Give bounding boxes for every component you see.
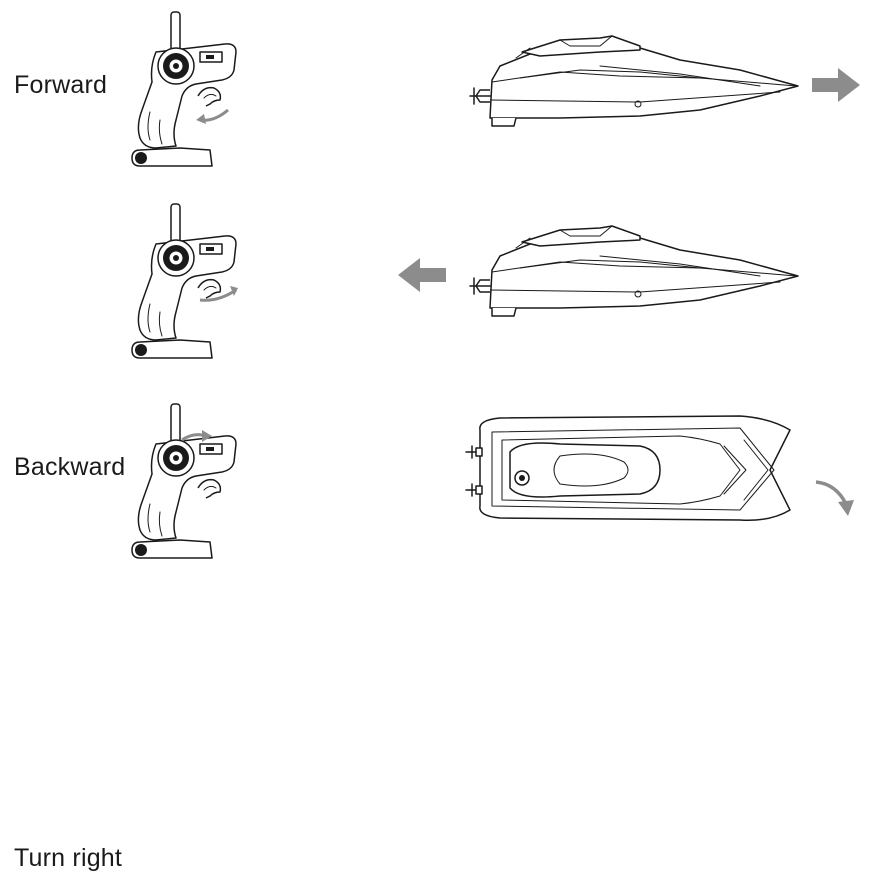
- arrow-right-icon: [812, 68, 860, 102]
- transmitter-icon: [131, 203, 238, 359]
- arrow-left-icon: [398, 258, 446, 292]
- row-forward: Forward: [0, 0, 877, 190]
- label-backward: Backward: [14, 453, 126, 481]
- label-forward: Forward: [14, 71, 108, 99]
- row-turn-right: Turn right: [0, 380, 877, 872]
- instruction-diagram: [131, 11, 860, 559]
- curved-arrow-icon: [815, 480, 854, 516]
- label-turn-right: Turn right: [14, 844, 123, 872]
- row-backward: Backward: [0, 190, 877, 481]
- transmitter-icon: [131, 11, 237, 167]
- transmitter-icon: [131, 403, 237, 559]
